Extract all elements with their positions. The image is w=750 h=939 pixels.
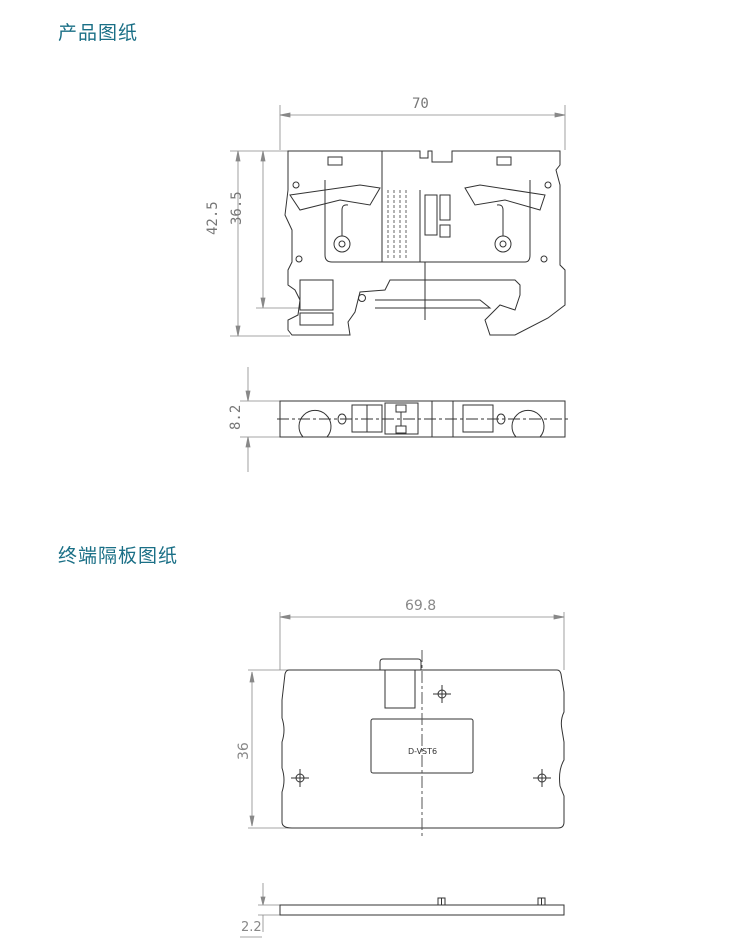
height-dimensions xyxy=(230,150,300,337)
dim-label-70: 70 xyxy=(412,96,429,112)
plate-thickness-dimension xyxy=(240,883,280,938)
dim-label-2-2: 2.2 xyxy=(241,920,262,935)
dim-label-36-5: 36.5 xyxy=(229,191,245,225)
mounting-holes xyxy=(291,685,551,787)
end-plate-front-view xyxy=(248,612,565,836)
product-front-view xyxy=(230,105,566,337)
section-title-product-drawing: 产品图纸 xyxy=(58,22,139,44)
end-plate-label: D-VST6 xyxy=(408,747,438,756)
dim-label-42-5: 42.5 xyxy=(205,201,221,235)
dim-label-8-2: 8.2 xyxy=(228,404,244,430)
hidden-lines xyxy=(387,190,407,260)
plate-height-dimension xyxy=(248,669,300,829)
thickness-dimension xyxy=(240,367,280,472)
product-top-view xyxy=(240,367,568,472)
section-title-end-plate-drawing: 终端隔板图纸 xyxy=(58,545,179,567)
width-dimension xyxy=(279,105,566,150)
dim-label-69-8: 69.8 xyxy=(405,598,437,614)
plate-width-dimension xyxy=(279,612,565,670)
dim-label-36: 36 xyxy=(236,742,252,760)
end-plate-side-view xyxy=(240,883,565,938)
